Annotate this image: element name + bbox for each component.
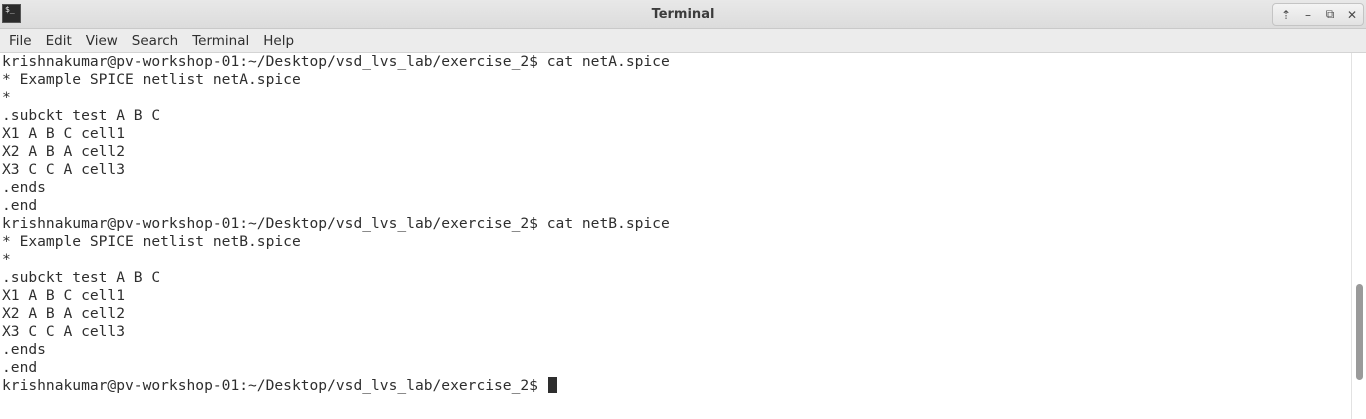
minimize-icon[interactable]: – <box>1305 7 1311 22</box>
terminal-line: .ends <box>2 341 46 358</box>
terminal-line: * <box>2 251 11 268</box>
terminal-line: .ends <box>2 179 46 196</box>
terminal-line: * Example SPICE netlist netA.spice <box>2 71 301 88</box>
title-bar[interactable]: $_ Terminal ⇡ – ⧉ ✕ <box>0 0 1366 29</box>
terminal-line: * <box>2 89 11 106</box>
terminal-line: krishnakumar@pv-workshop-01:~/Desktop/vs… <box>2 53 670 70</box>
menu-help[interactable]: Help <box>263 32 295 49</box>
prompt-line[interactable]: krishnakumar@pv-workshop-01:~/Desktop/vs… <box>2 377 1351 395</box>
menu-search[interactable]: Search <box>131 32 179 49</box>
scrollbar-thumb[interactable] <box>1356 284 1363 380</box>
vertical-scrollbar[interactable] <box>1351 53 1366 419</box>
terminal-line: .end <box>2 359 38 376</box>
text-cursor <box>547 377 557 393</box>
menu-bar: File Edit View Search Terminal Help <box>0 29 1366 53</box>
terminal-line: X1 A B C cell1 <box>2 287 126 304</box>
terminal-line: .subckt test A B C <box>2 107 161 124</box>
window-buttons: ⇡ – ⧉ ✕ <box>1276 4 1362 25</box>
terminal-line: X3 C C A cell3 <box>2 323 126 340</box>
terminal-line: .subckt test A B C <box>2 269 161 286</box>
terminal-line: X3 C C A cell3 <box>2 161 126 178</box>
menu-terminal[interactable]: Terminal <box>192 32 250 49</box>
restore-icon[interactable]: ⧉ <box>1325 7 1335 21</box>
terminal-line: X1 A B C cell1 <box>2 125 126 142</box>
terminal-line: .end <box>2 197 38 214</box>
window-controls <box>1272 3 1364 26</box>
terminal-line: * Example SPICE netlist netB.spice <box>2 233 301 250</box>
terminal-line: krishnakumar@pv-workshop-01:~/Desktop/vs… <box>2 215 670 232</box>
menu-view[interactable]: View <box>85 32 118 49</box>
shell-prompt: krishnakumar@pv-workshop-01:~/Desktop/vs… <box>2 377 547 394</box>
terminal-line: X2 A B A cell2 <box>2 305 126 322</box>
keep-above-icon[interactable]: ⇡ <box>1280 7 1292 22</box>
terminal-line: X2 A B A cell2 <box>2 143 126 160</box>
window-title: Terminal <box>651 7 715 22</box>
terminal-app-icon: $_ <box>2 4 21 23</box>
close-icon[interactable]: ✕ <box>1346 7 1358 22</box>
terminal-lines: krishnakumar@pv-workshop-01:~/Desktop/vs… <box>0 53 1351 395</box>
terminal-output[interactable]: krishnakumar@pv-workshop-01:~/Desktop/vs… <box>0 53 1351 419</box>
menu-file[interactable]: File <box>9 32 32 49</box>
menu-edit[interactable]: Edit <box>45 32 72 49</box>
